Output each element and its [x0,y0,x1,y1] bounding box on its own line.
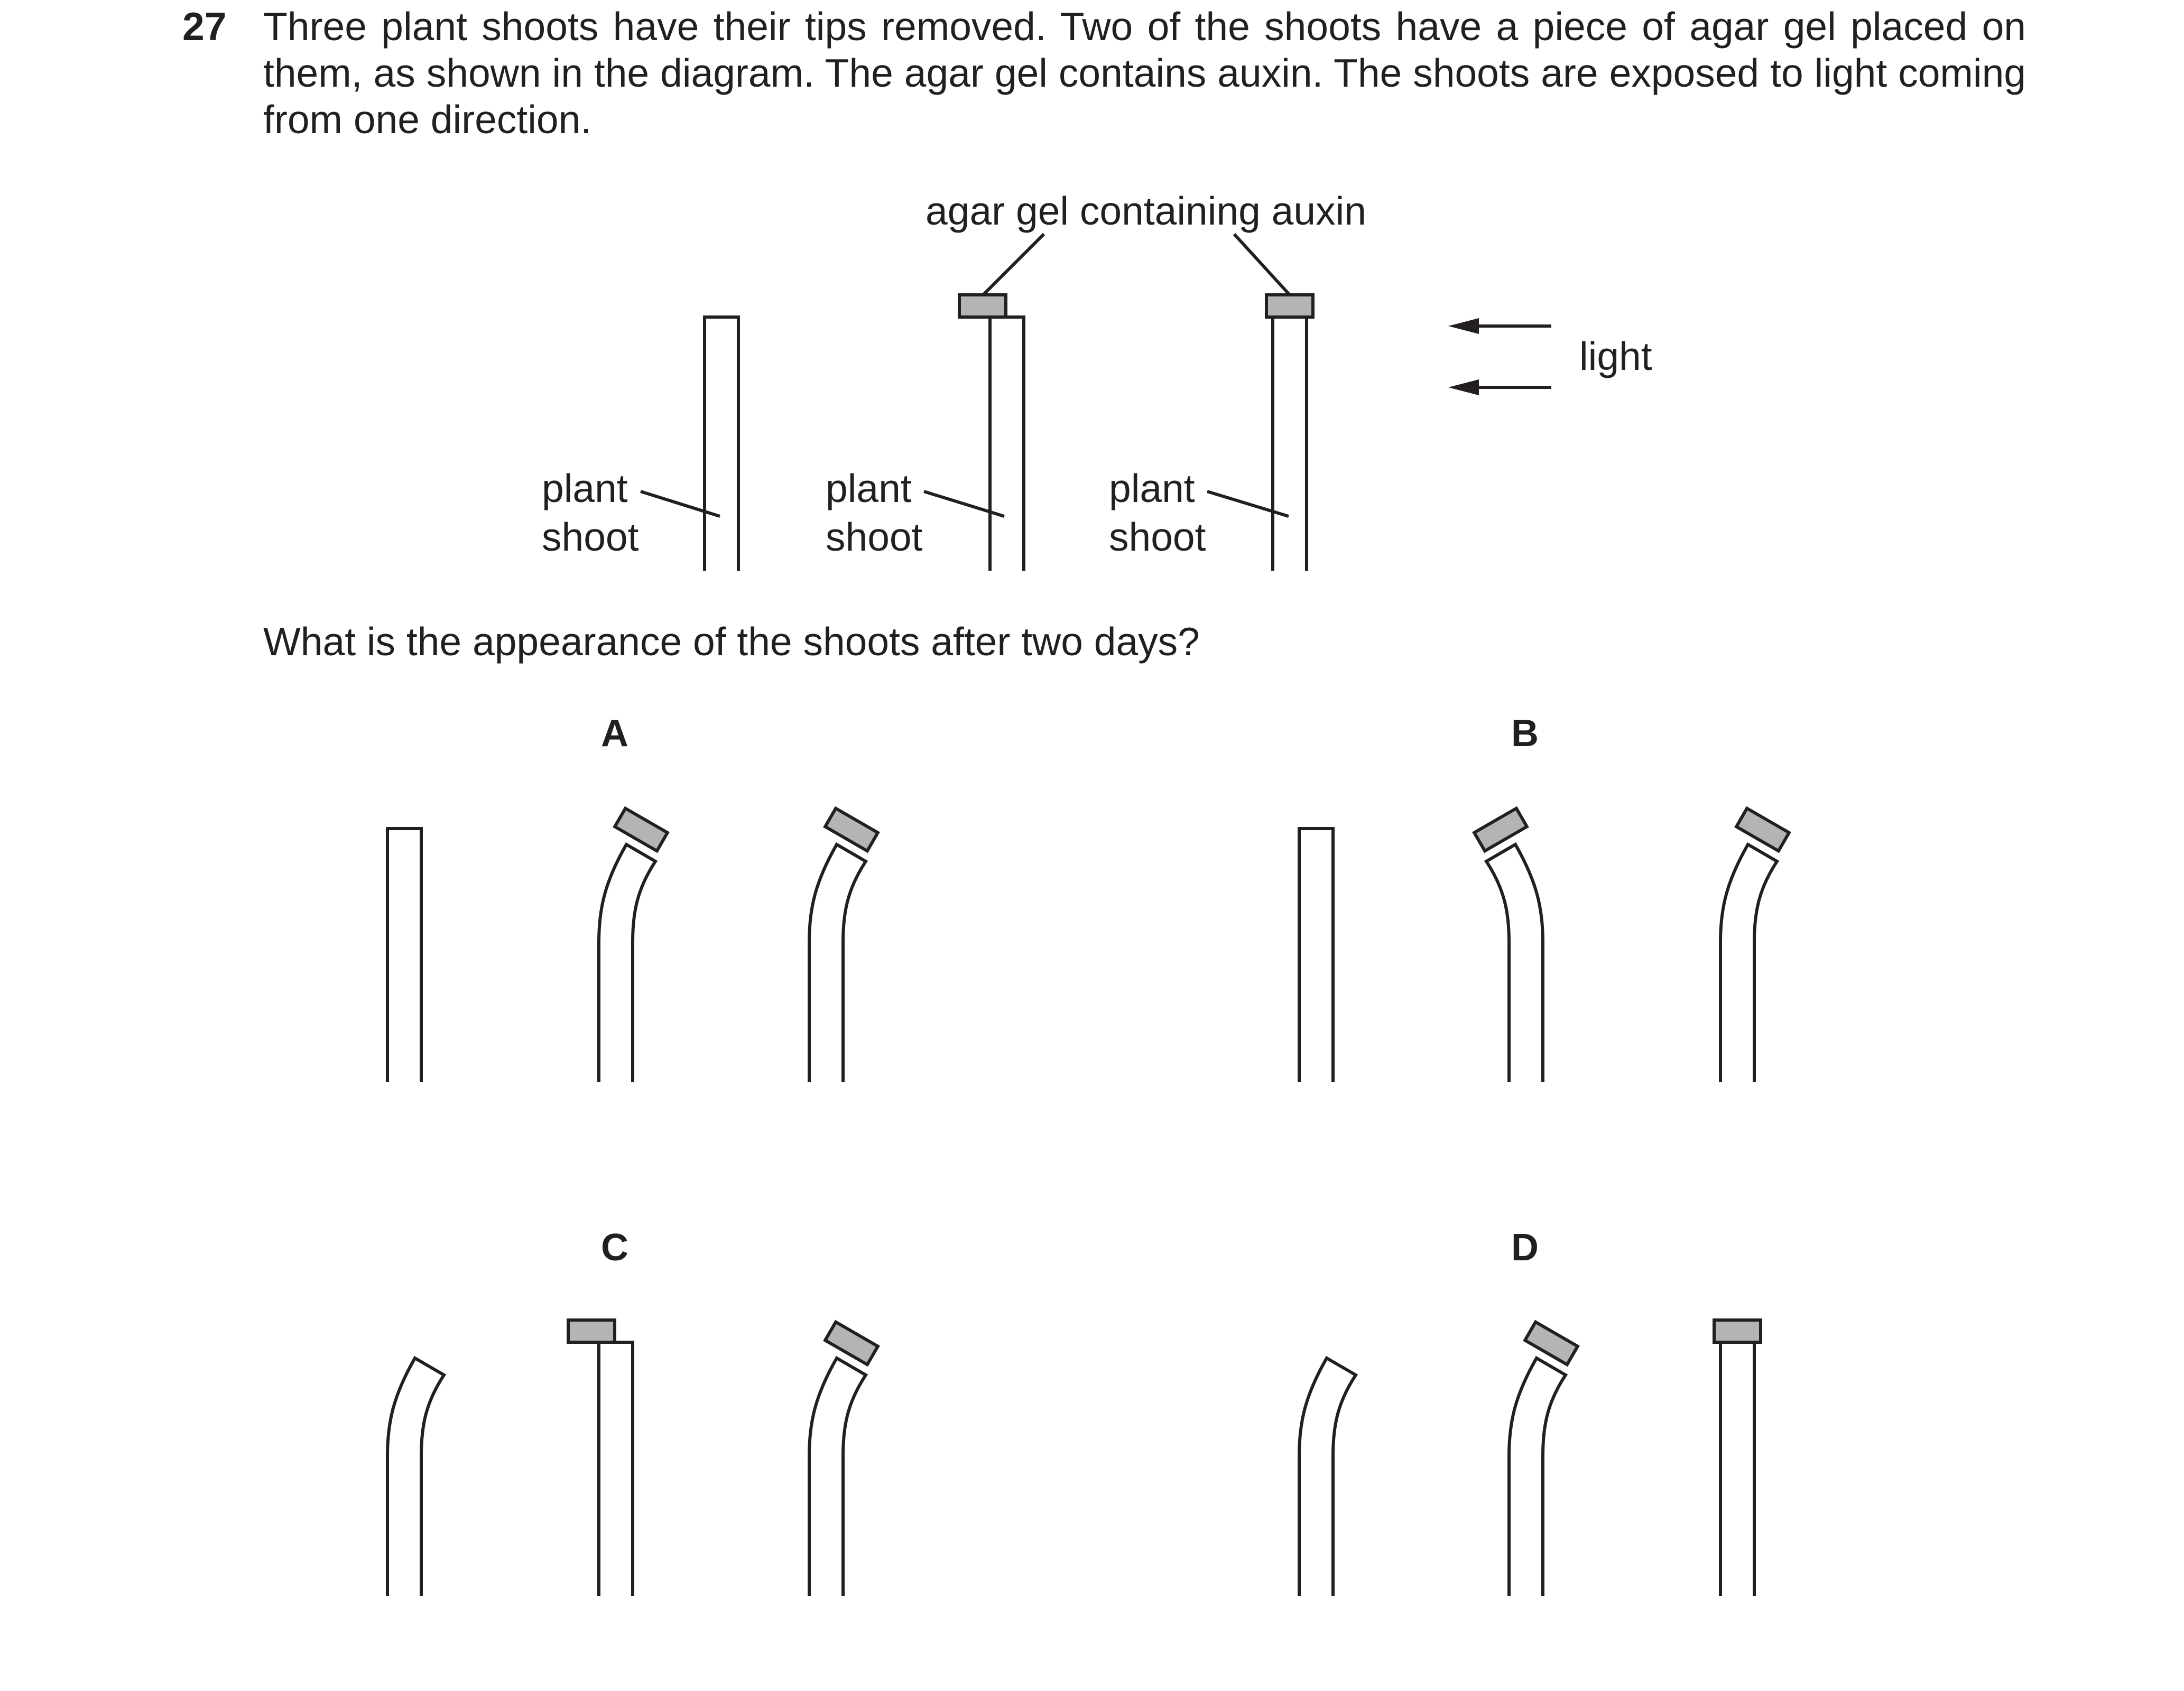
option-d[interactable]: D [1299,1227,1761,1596]
shoot-leader-line-1 [640,490,720,518]
option-a-letter: A [601,712,628,755]
agar-gel-label: agar gel containing auxin [926,189,1366,233]
plant-shoot-label-2b: shoot [826,515,923,559]
question-number: 27 [182,4,227,49]
option-c-letter: C [601,1227,628,1269]
option-d-letter: D [1511,1227,1539,1269]
agar-leader-line-2 [1233,233,1291,296]
option-a[interactable]: A [387,712,878,1082]
setup-shoot-2 [959,295,1024,571]
setup-shoot-3 [1266,295,1313,571]
setup-diagram: agar gel containing auxin plant shoot pl… [542,189,1652,571]
shoot-leader-line-2 [923,490,1005,518]
plant-shoot-label-1a: plant [542,466,628,510]
light-label: light [1579,334,1652,378]
option-b-letter: B [1511,712,1539,755]
question-intro: Three plant shoots have their tips remov… [263,4,2026,142]
option-c[interactable]: C [387,1227,878,1596]
option-b[interactable]: B [1299,712,1789,1082]
light-arrow-2 [1448,379,1551,395]
shoot-leader-line-3 [1207,490,1289,518]
plant-shoot-label-3a: plant [1109,466,1195,510]
setup-shoot-1 [705,317,738,571]
agar-leader-line-1 [982,233,1045,296]
plant-shoot-label-2a: plant [826,466,912,510]
plant-shoot-label-1b: shoot [542,515,639,559]
light-arrow-1 [1448,318,1551,334]
question-prompt: What is the appearance of the shoots aft… [263,619,1200,664]
plant-shoot-label-3b: shoot [1109,515,1206,559]
